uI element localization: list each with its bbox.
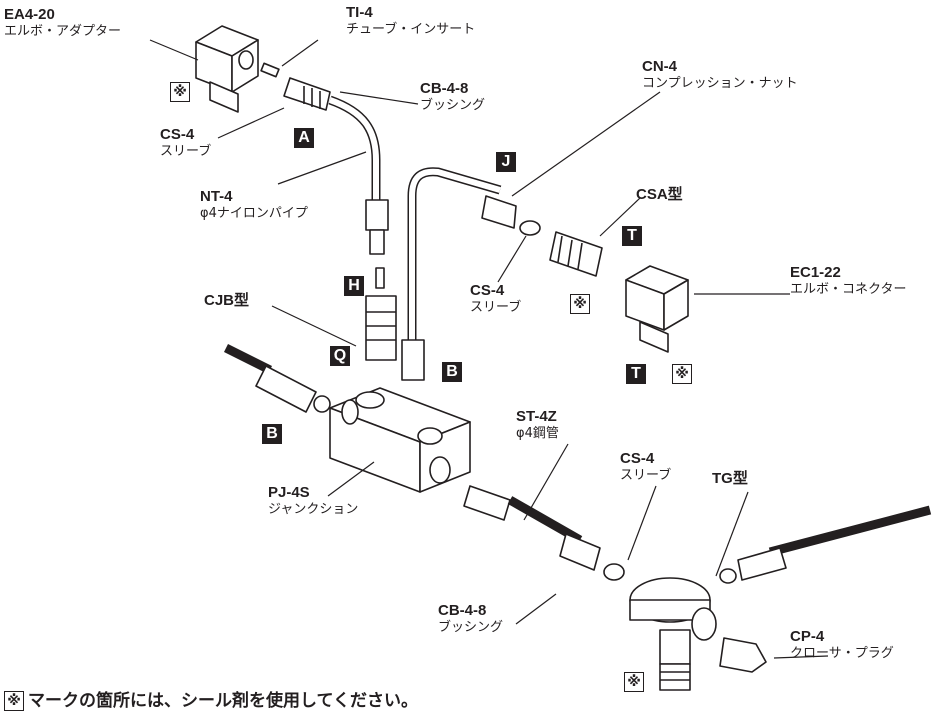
part-code: CB-4-8 — [438, 602, 487, 619]
label-cb-4-8-top: CB-4-8 ブッシング — [420, 80, 485, 114]
part-name: スリーブ — [470, 300, 522, 315]
label-cn-4: CN-4 コンプレッション・ナット — [642, 58, 798, 92]
part-code: CB-4-8 — [420, 80, 469, 97]
part-code: TI-4 — [346, 4, 373, 21]
left-steel-pipe — [223, 343, 273, 375]
part-code: CS-4 — [160, 126, 195, 143]
left-fitting — [255, 365, 331, 413]
part-code: ST-4Z — [516, 408, 557, 425]
label-tg: TG型 — [712, 470, 748, 487]
tg-part — [629, 577, 717, 691]
part-name: ブッシング — [438, 620, 504, 635]
part-code: CP-4 — [790, 628, 825, 645]
ea4-20-part — [195, 25, 259, 113]
csa-part — [549, 231, 603, 277]
label-csa: CSA型 — [636, 186, 683, 203]
part-code: PJ-4S — [268, 484, 310, 501]
right-steel-pipe — [768, 505, 932, 557]
label-cb-4-8-bottom: CB-4-8 ブッシング — [438, 602, 503, 636]
part-code: CS-4 — [470, 282, 505, 299]
part-name: コンプレッション・ナット — [642, 76, 798, 91]
footnote: ※マークの箇所には、シール剤を使用してください。 — [4, 686, 418, 711]
footnote-text: マークの箇所には、シール剤を使用してください。 — [28, 691, 418, 711]
part-name: φ4ナイロンパイプ — [200, 206, 308, 221]
cjb-part — [365, 295, 397, 361]
cp-4-part — [719, 637, 767, 673]
label-cjb: CJB型 — [204, 292, 249, 309]
label-st-4z: ST-4Z φ4鋼管 — [516, 408, 559, 442]
label-cs-4-mid: CS-4 スリーブ — [470, 282, 521, 316]
label-cp-4: CP-4 クローサ・プラグ — [790, 628, 894, 662]
nylon-pipe — [328, 95, 381, 200]
part-name: エルボ・アダプター — [4, 24, 122, 39]
part-name: エルボ・コネクター — [790, 282, 907, 297]
seal-mark-csa: ※ — [570, 294, 590, 314]
seal-mark-ec1-22: ※ — [672, 364, 692, 384]
marker-b-right: B — [442, 362, 462, 382]
part-name: スリーブ — [620, 468, 672, 483]
marker-b-left: B — [262, 424, 282, 444]
label-ea4-20: EA4-20 エルボ・アダプター — [4, 6, 121, 40]
tg-right-fitting — [719, 547, 787, 584]
seal-mark-tg: ※ — [624, 672, 644, 692]
part-name: φ4鋼管 — [516, 426, 559, 441]
part-name: ジャンクション — [268, 502, 359, 517]
seal-mark-ea4-20: ※ — [170, 82, 190, 102]
part-code: NT-4 — [200, 188, 233, 205]
part-name: スリーブ — [160, 144, 212, 159]
right-pipe-nut — [401, 339, 425, 381]
marker-t-bottom: T — [626, 364, 646, 384]
marker-a: A — [294, 128, 314, 148]
part-code: EA4-20 — [4, 6, 55, 23]
label-ec1-22: EC1-22 エルボ・コネクター — [790, 264, 906, 298]
marker-q: Q — [330, 346, 350, 366]
pipe-nut-left — [365, 199, 389, 289]
label-ti-4: TI-4 チューブ・インサート — [346, 4, 475, 38]
pj-4s-part — [329, 387, 471, 493]
cn-4-part — [481, 195, 541, 236]
part-code: CJB型 — [204, 292, 250, 309]
st-4z-part — [463, 485, 625, 581]
part-code: TG型 — [712, 470, 748, 487]
marker-t-top: T — [622, 226, 642, 246]
part-name: ブッシング — [420, 98, 486, 113]
part-code: CSA型 — [636, 186, 683, 203]
part-code: CN-4 — [642, 58, 678, 75]
footnote-seal-mark: ※ — [4, 691, 24, 711]
label-cs-4-top: CS-4 スリーブ — [160, 126, 211, 160]
label-cs-4-bottom: CS-4 スリーブ — [620, 450, 671, 484]
label-nt-4: NT-4 φ4ナイロンパイプ — [200, 188, 308, 222]
part-name: チューブ・インサート — [346, 22, 476, 37]
part-code: CS-4 — [620, 450, 655, 467]
ec1-22-part — [625, 265, 689, 353]
marker-h: H — [344, 276, 364, 296]
part-name: クローサ・プラグ — [790, 646, 894, 661]
part-code: EC1-22 — [790, 264, 841, 281]
marker-j: J — [496, 152, 516, 172]
label-pj-4s: PJ-4S ジャンクション — [268, 484, 358, 518]
cb-4-8-top-part — [260, 62, 331, 111]
